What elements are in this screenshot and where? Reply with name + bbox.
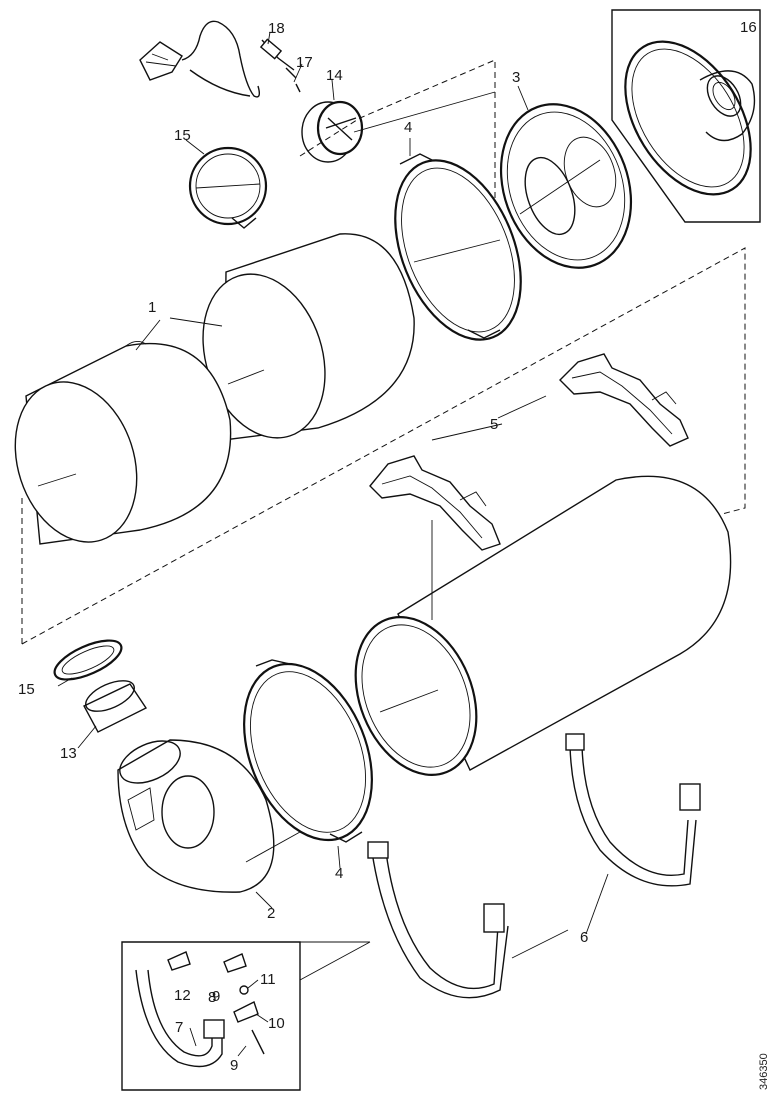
callout-8: 8 bbox=[208, 989, 217, 1006]
callout-18: 18 bbox=[268, 20, 285, 37]
clamp-15-top bbox=[188, 146, 268, 229]
callout-15-top: 15 bbox=[174, 127, 191, 144]
clamp-15-lower bbox=[53, 639, 123, 681]
callout-1: 1 bbox=[148, 299, 157, 316]
mounting-strap-6-left bbox=[367, 841, 569, 999]
document-id: 346350 bbox=[758, 1053, 770, 1090]
callout-9-bottom: 9 bbox=[230, 1057, 239, 1074]
callout-15-lower: 15 bbox=[18, 681, 35, 698]
clamp-ring-4-bottom bbox=[243, 659, 373, 843]
callout-4-bottom: 4 bbox=[335, 865, 344, 882]
callout-12: 12 bbox=[174, 987, 191, 1004]
mounting-strap-6-right bbox=[565, 733, 701, 887]
callout-5: 5 bbox=[490, 416, 499, 433]
leader-lines bbox=[57, 31, 609, 1057]
inset-box-16 bbox=[611, 9, 761, 223]
dashed-assembly-frame bbox=[21, 247, 746, 645]
inlet-cover-2 bbox=[117, 739, 301, 893]
callout-7: 7 bbox=[175, 1019, 184, 1036]
callout-13: 13 bbox=[60, 745, 77, 762]
bracket-5-lower bbox=[369, 455, 501, 551]
callout-4-top: 4 bbox=[404, 119, 413, 136]
bracket-5-upper bbox=[559, 353, 689, 447]
sensor-cable-18 bbox=[139, 20, 301, 98]
callout-3: 3 bbox=[512, 69, 521, 86]
callout-14: 14 bbox=[326, 67, 343, 84]
filter-housing bbox=[354, 475, 732, 776]
sleeve-13 bbox=[83, 680, 148, 733]
callout-6: 6 bbox=[580, 929, 589, 946]
callout-10: 10 bbox=[268, 1015, 285, 1032]
end-cover-3 bbox=[499, 103, 633, 269]
clamp-ring-4-top bbox=[394, 153, 522, 341]
detail-inset bbox=[121, 941, 371, 1091]
callout-16: 16 bbox=[740, 19, 757, 36]
filter-cartridges-1 bbox=[14, 233, 415, 545]
callout-9: 9 bbox=[212, 988, 221, 1005]
valve-14 bbox=[299, 59, 496, 200]
callout-11: 11 bbox=[260, 971, 276, 988]
callout-17: 17 bbox=[296, 54, 313, 71]
callout-2: 2 bbox=[267, 905, 276, 922]
